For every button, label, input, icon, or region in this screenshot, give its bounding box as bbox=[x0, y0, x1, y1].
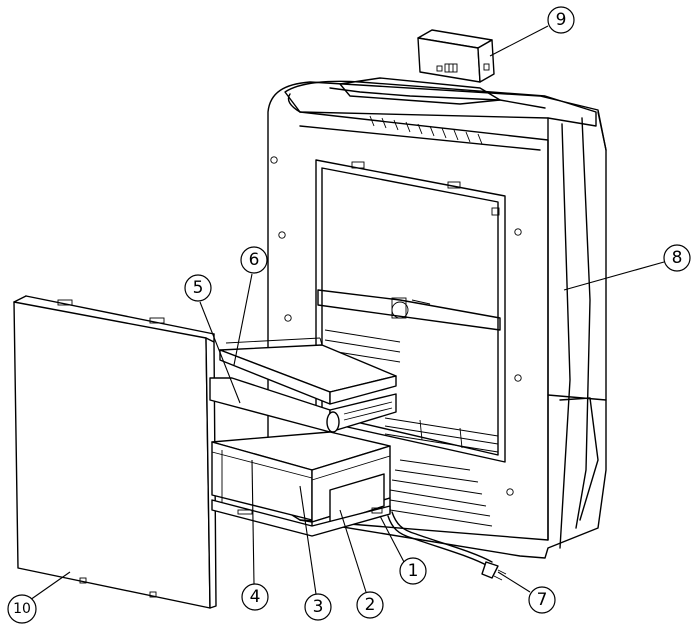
svg-text:2: 2 bbox=[365, 595, 376, 615]
callout-10: 10 bbox=[7, 594, 37, 624]
part-9-control-module bbox=[417, 29, 495, 83]
part-5-reflector bbox=[209, 377, 397, 433]
callout-3: 3 bbox=[304, 593, 332, 621]
svg-text:3: 3 bbox=[313, 597, 324, 617]
callout-1: 1 bbox=[399, 557, 427, 585]
svg-text:5: 5 bbox=[193, 278, 204, 298]
leader-lines bbox=[29, 25, 665, 601]
part-6-upper-element bbox=[219, 337, 397, 405]
svg-text:6: 6 bbox=[249, 250, 260, 270]
svg-text:7: 7 bbox=[537, 590, 548, 610]
callout-2: 2 bbox=[356, 591, 384, 619]
part-10-front-panel bbox=[13, 295, 217, 609]
svg-text:10: 10 bbox=[13, 601, 31, 617]
callout-6: 6 bbox=[240, 246, 268, 274]
callout-8: 8 bbox=[663, 244, 691, 272]
part-1-bottom-tray bbox=[211, 499, 391, 537]
svg-text:8: 8 bbox=[672, 248, 683, 268]
svg-text:9: 9 bbox=[556, 10, 567, 30]
callout-5: 5 bbox=[184, 274, 212, 302]
svg-text:4: 4 bbox=[250, 587, 261, 607]
callout-7: 7 bbox=[528, 586, 556, 614]
svg-text:1: 1 bbox=[408, 561, 419, 581]
part-7-power-cord bbox=[387, 511, 507, 581]
bottom-louvers bbox=[389, 459, 493, 527]
callout-4: 4 bbox=[241, 583, 269, 611]
callout-9: 9 bbox=[547, 6, 575, 34]
